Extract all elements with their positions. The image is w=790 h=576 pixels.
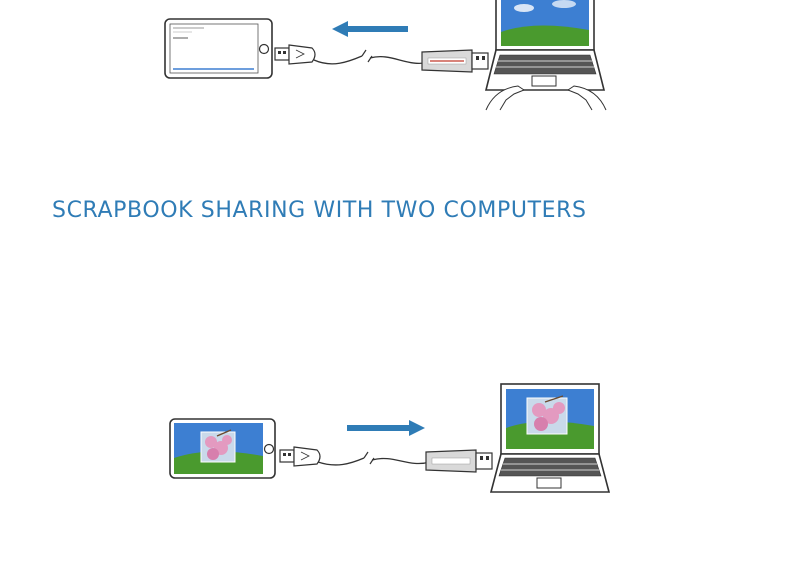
arrow-left-icon: [332, 21, 408, 37]
usb-cable-icon: [317, 451, 431, 466]
tablet-icon: [164, 18, 273, 79]
flower-photo-icon: [200, 429, 236, 463]
tablet-icon: [169, 418, 276, 479]
hands-icon: [485, 85, 607, 111]
laptop-icon: [484, 0, 606, 91]
usb-dongle-icon: [421, 49, 489, 73]
laptop-icon: [489, 383, 611, 493]
usb-plug-icon: [274, 44, 316, 65]
usb-cable-icon: [313, 49, 431, 65]
usb-plug-icon: [279, 446, 321, 467]
usb-dongle-icon: [425, 449, 493, 473]
section-heading: SCRAPBOOK SHARING WITH TWO COMPUTERS: [52, 198, 587, 223]
arrow-right-icon: [347, 420, 425, 436]
flower-photo-icon: [526, 395, 568, 435]
